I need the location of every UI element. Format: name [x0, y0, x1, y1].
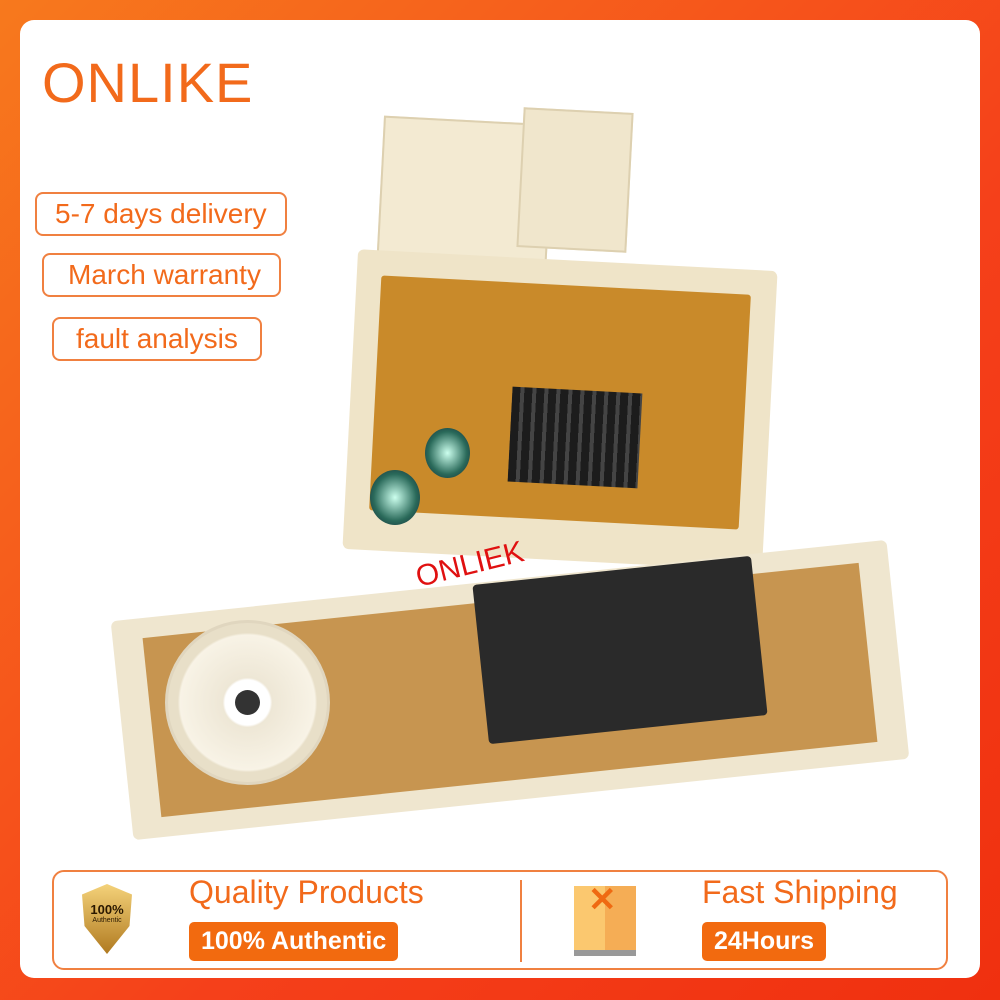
tag-fault-analysis: fault analysis — [52, 317, 262, 361]
board-bracket — [516, 107, 634, 253]
dial-knob — [235, 690, 260, 715]
authentic-pill: 100% Authentic — [189, 922, 399, 961]
capacitor — [425, 428, 470, 478]
display-control-board-image — [110, 539, 910, 841]
feature-banner: 100%Authentic Quality Products 100% Auth… — [52, 870, 948, 970]
tag-warranty: March warranty — [42, 253, 281, 297]
heatsink — [507, 386, 643, 489]
tag-delivery: 5-7 days delivery — [35, 192, 287, 236]
power-control-board-image — [330, 107, 800, 571]
shipping-box-icon — [574, 880, 636, 956]
button-keypad — [472, 555, 768, 745]
shipping-title: Fast Shipping — [702, 874, 898, 910]
authentic-seal-icon: 100%Authentic — [82, 884, 132, 954]
divider — [520, 880, 522, 962]
quality-title: Quality Products — [189, 874, 424, 910]
shipping-pill: 24Hours — [702, 922, 827, 961]
capacitor — [370, 470, 420, 525]
brand-title: ONLIKE — [42, 51, 254, 114]
